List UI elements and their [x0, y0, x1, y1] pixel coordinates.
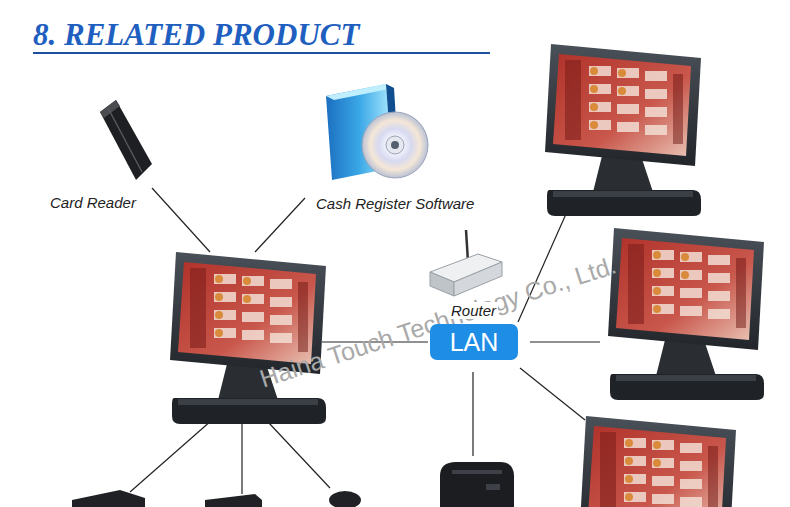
title-rule — [33, 52, 490, 54]
page-title: 8. RELATED PRODUCT — [33, 17, 359, 53]
pos-terminal — [170, 252, 326, 424]
pos-terminal — [608, 228, 764, 400]
network-box: LAN — [430, 324, 518, 360]
node-label: LAN — [450, 330, 499, 355]
card-reader — [100, 100, 152, 180]
router — [430, 230, 502, 296]
pos-terminal — [545, 44, 701, 216]
part-label: Card Reader — [50, 194, 136, 211]
software-box — [326, 84, 428, 180]
part-label: Cash Register Software — [316, 195, 474, 212]
printer — [440, 462, 514, 507]
peripherals — [72, 490, 361, 507]
part-label: Router — [449, 302, 498, 319]
pos-terminal — [580, 416, 736, 507]
